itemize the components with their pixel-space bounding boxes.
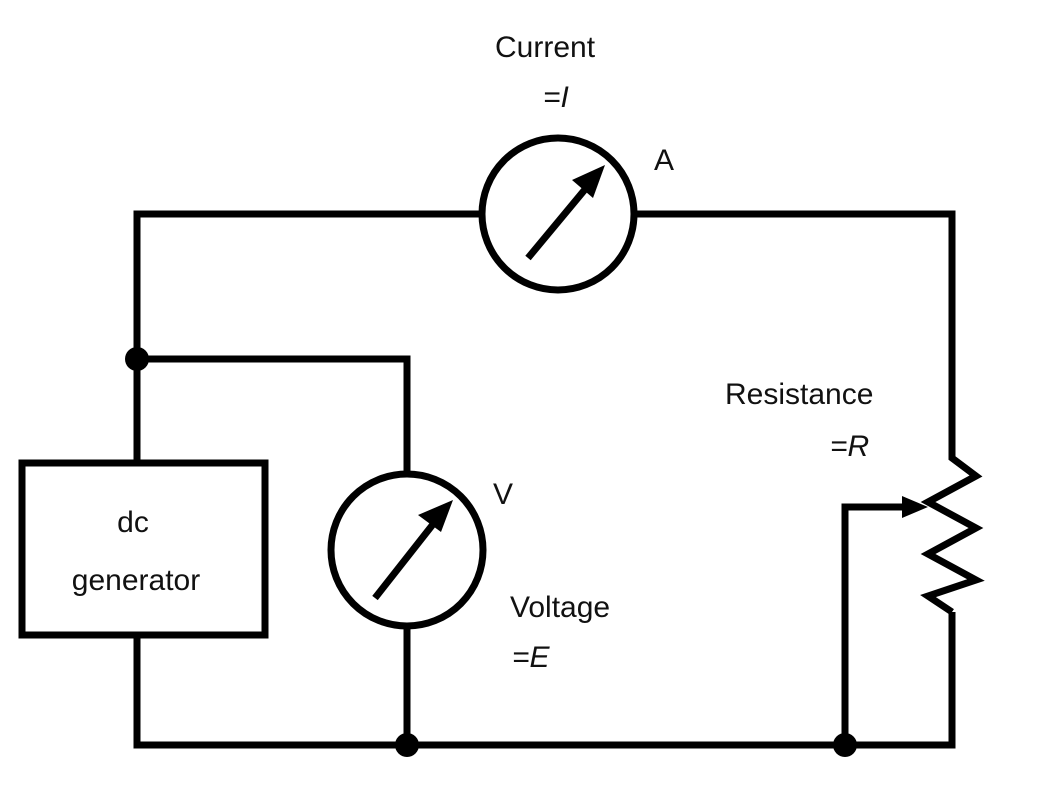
voltmeter-circle [327, 470, 487, 630]
ammeter-circle [478, 134, 638, 294]
voltage-label: Voltage [510, 591, 610, 624]
voltmeter-needle-icon [372, 520, 437, 601]
wire-top-left [133, 210, 482, 462]
ammeter-symbol: A [654, 144, 674, 177]
generator-label-line2: generator [72, 564, 200, 597]
wire-top-right [634, 210, 956, 446]
dc-generator-box [18, 459, 269, 639]
voltmeter-symbol: V [493, 478, 513, 511]
ammeter-needle-tip [572, 165, 605, 198]
voltmeter [327, 470, 487, 630]
wiper-arrowhead [902, 496, 928, 518]
junction-node-bottom-left [395, 733, 419, 757]
resistance-label: Resistance [725, 378, 873, 411]
resistor-zigzag [920, 446, 985, 615]
wire-wiper [841, 503, 906, 745]
wires [133, 210, 956, 749]
resistance-equation: =R [830, 430, 869, 463]
junction-node-left [125, 347, 149, 371]
wire-voltmeter-top [137, 355, 411, 474]
wire-bottom [133, 612, 956, 749]
voltmeter-needle-tip [418, 500, 453, 532]
current-equation: =I [543, 81, 569, 114]
ammeter [478, 134, 638, 294]
ammeter-needle-icon [525, 184, 590, 261]
voltage-equation: =E [512, 641, 551, 674]
junction-node-bottom-right [833, 733, 857, 757]
generator-label-line1: dc [117, 506, 149, 539]
current-label: Current [495, 31, 596, 64]
